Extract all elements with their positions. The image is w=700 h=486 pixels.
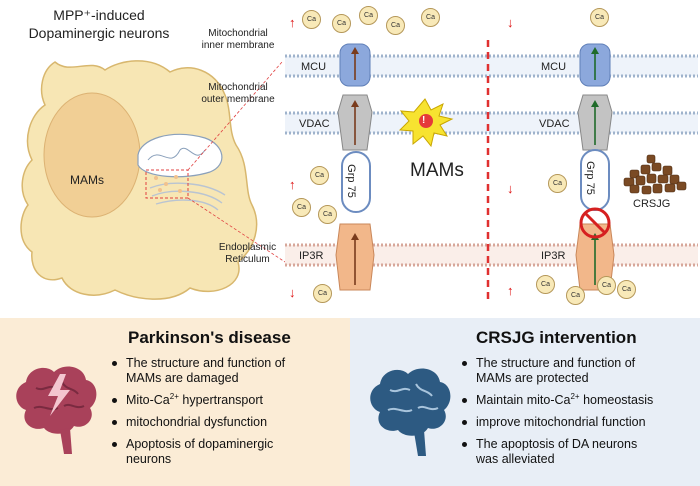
crsjg-panel: CRSJG intervention The structure and fun… xyxy=(350,318,700,486)
inhibition-icon xyxy=(579,207,611,239)
damaged-brain-icon xyxy=(16,366,97,454)
annotation-outer-membrane: Mitochondrial outer membrane xyxy=(201,82,275,105)
cell-title-line2: Dopaminergic neurons xyxy=(28,25,170,41)
parkinson-item-2: Mito-Ca2+ hypertransport xyxy=(112,392,342,408)
calcium-ion: Ca xyxy=(292,198,311,217)
cell-mams-label: MAMs xyxy=(70,173,104,187)
calcium-ion: Ca xyxy=(597,276,616,295)
calcium-ion: Ca xyxy=(332,14,351,33)
left-bottom-down-arrow-icon: ↓ xyxy=(289,285,296,300)
zoom-line-bottom xyxy=(187,197,286,263)
annotation-er: Endoplasmic Reticulum xyxy=(218,242,277,265)
left-ip3r-label: IP3R xyxy=(299,250,324,262)
calcium-ion: Ca xyxy=(536,275,555,294)
left-vdac-channel xyxy=(337,94,373,151)
left-grp75-label: Grp 75 xyxy=(344,164,357,198)
right-ip3r-label: IP3R xyxy=(541,250,566,262)
diagram-canvas xyxy=(20,40,698,300)
crsjg-item-2: Maintain mito-Ca2+ homeostasis xyxy=(462,392,694,408)
healthy-brain-icon xyxy=(370,368,451,456)
parkinson-panel: Parkinson's disease The structure and fu… xyxy=(0,318,350,486)
calcium-ion: Ca xyxy=(302,10,321,29)
crsjg-label: CRSJG xyxy=(633,198,671,210)
left-top-up-arrow-icon: ↑ xyxy=(289,15,296,30)
annotation-inner-membrane: Mitochondrial inner membrane xyxy=(201,28,275,51)
mams-zoom-box xyxy=(145,169,189,199)
calcium-ion: Ca xyxy=(590,8,609,27)
right-bottom-up-arrow-icon: ↑ xyxy=(507,283,514,298)
right-top-down-arrow-icon: ↓ xyxy=(507,15,514,30)
parkinson-title: Parkinson's disease xyxy=(128,328,291,347)
right-grp75-label: Grp 75 xyxy=(583,161,596,195)
warning-mark: ! xyxy=(422,115,426,126)
right-vdac-label: VDAC xyxy=(539,118,570,130)
left-ip3r-channel xyxy=(335,223,375,291)
calcium-ion: Ca xyxy=(566,286,585,305)
parkinson-item-3: mitochondrial dysfunction xyxy=(112,415,342,430)
damage-warning-icon xyxy=(398,98,454,148)
right-middle-down-arrow-icon: ↓ xyxy=(507,181,514,196)
left-grp75 xyxy=(341,151,371,213)
mams-particles xyxy=(154,175,182,193)
calcium-ion: Ca xyxy=(310,166,329,185)
crsjg-title: CRSJG intervention xyxy=(476,328,637,347)
right-mcu-channel xyxy=(579,43,611,87)
nucleus xyxy=(43,92,141,218)
left-vdac-label: VDAC xyxy=(299,118,330,130)
left-mcu-channel xyxy=(339,43,371,87)
calcium-ion: Ca xyxy=(313,284,332,303)
calcium-ion: Ca xyxy=(386,16,405,35)
left-mcu-label: MCU xyxy=(301,61,327,73)
cell-title: MPP⁺-induced Dopaminergic neurons xyxy=(14,6,184,42)
left-middle-up-arrow-icon: ↑ xyxy=(289,177,296,192)
calcium-ion: Ca xyxy=(548,174,567,193)
crsjg-item-3: improve mitochondrial function xyxy=(462,415,694,430)
calcium-ion: Ca xyxy=(421,8,440,27)
crsjg-herb-icon xyxy=(623,154,687,195)
mams-center-label: MAMs xyxy=(410,160,464,181)
zoom-line-top xyxy=(187,61,283,171)
calcium-ion: Ca xyxy=(359,6,378,25)
mitochondrion-icon xyxy=(137,133,223,178)
right-vdac-channel xyxy=(577,94,613,151)
calcium-ion: Ca xyxy=(318,205,337,224)
cell-title-line1: MPP⁺-induced xyxy=(53,7,145,23)
calcium-ion: Ca xyxy=(617,280,636,299)
right-mcu-label: MCU xyxy=(541,61,567,73)
